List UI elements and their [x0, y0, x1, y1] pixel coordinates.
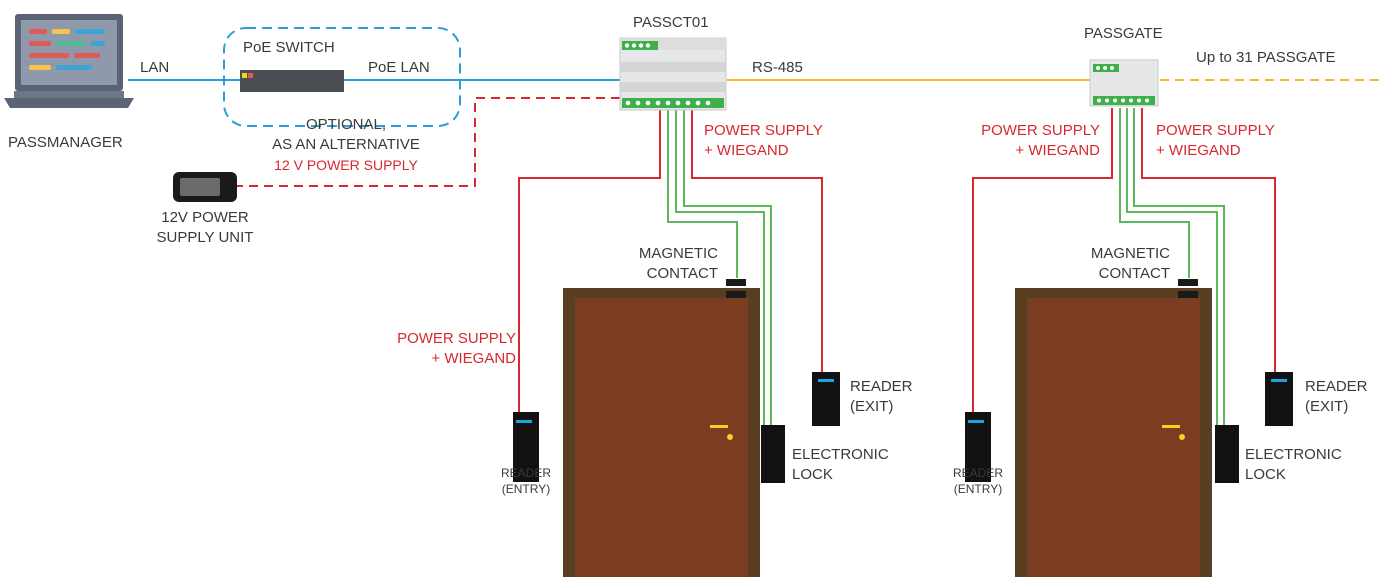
psu-icon [173, 172, 237, 202]
up-to-passgate-label: Up to 31 PASSGATE [1196, 49, 1336, 66]
door1-reader-exit-icon [812, 372, 840, 426]
door2-reader-entry-label: READER (ENTRY) [952, 466, 1003, 496]
door-1 [563, 279, 760, 577]
poe-lan-label: PoE LAN [368, 59, 430, 76]
door1-electronic-lock-label: ELECTRONIC LOCK [792, 446, 889, 484]
passct01-wires [518, 108, 823, 425]
passct01-controller [619, 37, 727, 111]
psu-label: 12V POWER SUPPLY UNIT [156, 209, 254, 247]
door2-electronic-lock-icon [1215, 425, 1239, 483]
door2-reader-entry-icon [965, 412, 991, 482]
door1-electronic-lock-icon [761, 425, 785, 483]
poe-switch-label: PoE SWITCH [243, 39, 335, 56]
passgate-controller [1089, 59, 1159, 107]
door1-entry-power-wiegand-label: POWER SUPPLY + WIEGAND [397, 330, 516, 368]
door-handle [710, 425, 728, 428]
door-handle [1162, 425, 1180, 428]
door2-electronic-lock-label: ELECTRONIC LOCK [1245, 446, 1342, 484]
magnetic-contact-icon [1178, 279, 1198, 298]
terminal-block [622, 98, 724, 108]
passct01-label: PASSCT01 [633, 14, 709, 31]
passct01-power-wiegand-label: POWER SUPPLY + WIEGAND [704, 122, 823, 160]
passmanager-label: PASSMANAGER [8, 134, 123, 151]
rs485-label: RS-485 [752, 59, 803, 76]
door2-reader-exit-icon [1265, 372, 1293, 426]
door1-magnetic-contact-label: MAGNETIC CONTACT [638, 245, 718, 283]
door1-reader-entry-icon [513, 412, 539, 482]
passgate-label: PASSGATE [1084, 25, 1163, 42]
poe-optional-note: OPTIONAL, AS AN ALTERNATIVE 12 V POWER S… [272, 116, 420, 173]
door2-magnetic-contact-label: MAGNETIC CONTACT [1090, 245, 1170, 283]
passgate-left-power-wiegand-label: POWER SUPPLY + WIEGAND [981, 122, 1100, 160]
passgate-right-power-wiegand-label: POWER SUPPLY + WIEGAND [1156, 122, 1275, 160]
door1-reader-exit-label: READER (EXIT) [850, 378, 913, 416]
door2-reader-exit-label: READER (EXIT) [1305, 378, 1368, 416]
lan-label: LAN [140, 59, 170, 76]
alt-power-wire [236, 97, 620, 187]
laptop-icon [4, 14, 134, 108]
door1-reader-entry-label: READER (ENTRY) [500, 466, 551, 496]
magnetic-contact-icon [726, 279, 746, 298]
poe-switch-box [223, 27, 461, 127]
passgate-wires [972, 108, 1276, 425]
poe-switch-device [240, 70, 344, 92]
door-2 [1015, 279, 1212, 577]
